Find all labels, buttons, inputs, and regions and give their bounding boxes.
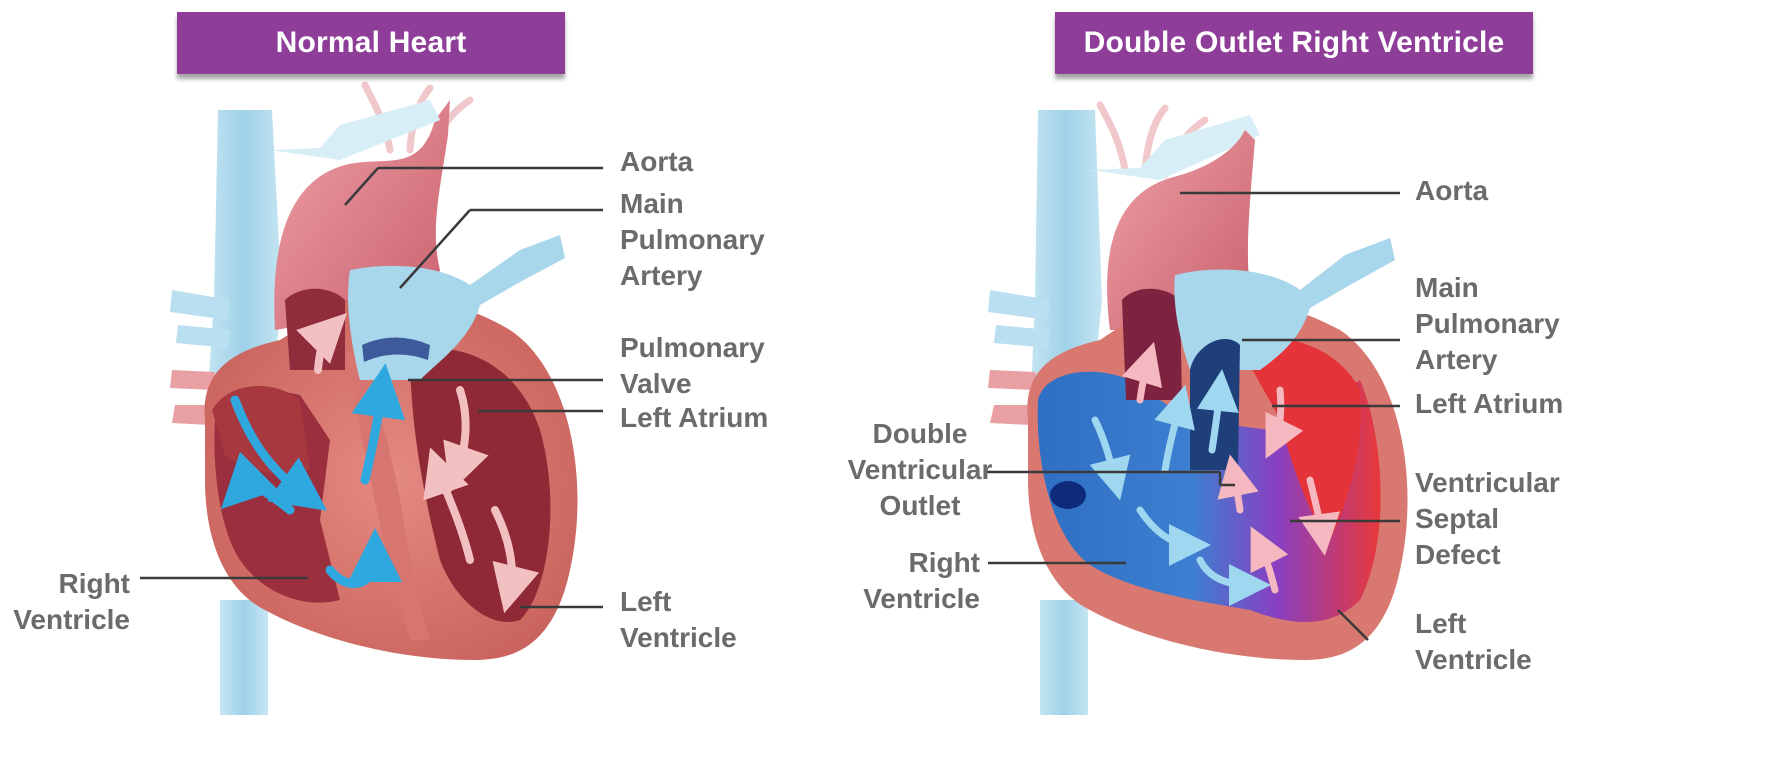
coronary-sinus: [1050, 481, 1086, 509]
normal-heart-panel: Normal Heart Aorta Main Pulmonary Artery…: [0, 0, 880, 766]
aorta-inner: [285, 289, 345, 370]
label-ventricular-septal-defect: Ventricular Septal Defect: [1415, 465, 1560, 573]
dorv-title: Double Outlet Right Ventricle: [1055, 12, 1533, 74]
inferior-vena-cava: [1040, 600, 1088, 715]
inferior-vena-cava: [220, 600, 268, 715]
label-left-atrium: Left Atrium: [620, 400, 768, 436]
left-pulmonary-veins: [988, 290, 1050, 348]
label-pulmonary-valve: Pulmonary Valve: [620, 330, 765, 402]
aorta-inner: [1122, 289, 1182, 400]
label-left-atrium: Left Atrium: [1415, 386, 1563, 422]
label-left-ventricle: Left Ventricle: [620, 584, 737, 656]
label-right-ventricle: Right Ventricle: [860, 545, 980, 617]
label-double-ventricular-outlet: Double Ventricular Outlet: [840, 416, 1000, 524]
dorv-heart-illustration: [890, 0, 1785, 766]
label-aorta: Aorta: [620, 144, 693, 180]
label-right-ventricle: Right Ventricle: [10, 566, 130, 638]
left-pulmonary-veins: [170, 290, 230, 348]
label-main-pulmonary-artery: Main Pulmonary Artery: [620, 186, 765, 294]
label-main-pulmonary-artery: Main Pulmonary Artery: [1415, 270, 1560, 378]
normal-heart-title: Normal Heart: [177, 12, 565, 74]
aortic-branch: [270, 100, 440, 160]
label-left-ventricle: Left Ventricle: [1415, 606, 1532, 678]
label-aorta: Aorta: [1415, 173, 1488, 209]
dorv-panel: Double Outlet Right Ventricle Aorta Main…: [890, 0, 1785, 766]
